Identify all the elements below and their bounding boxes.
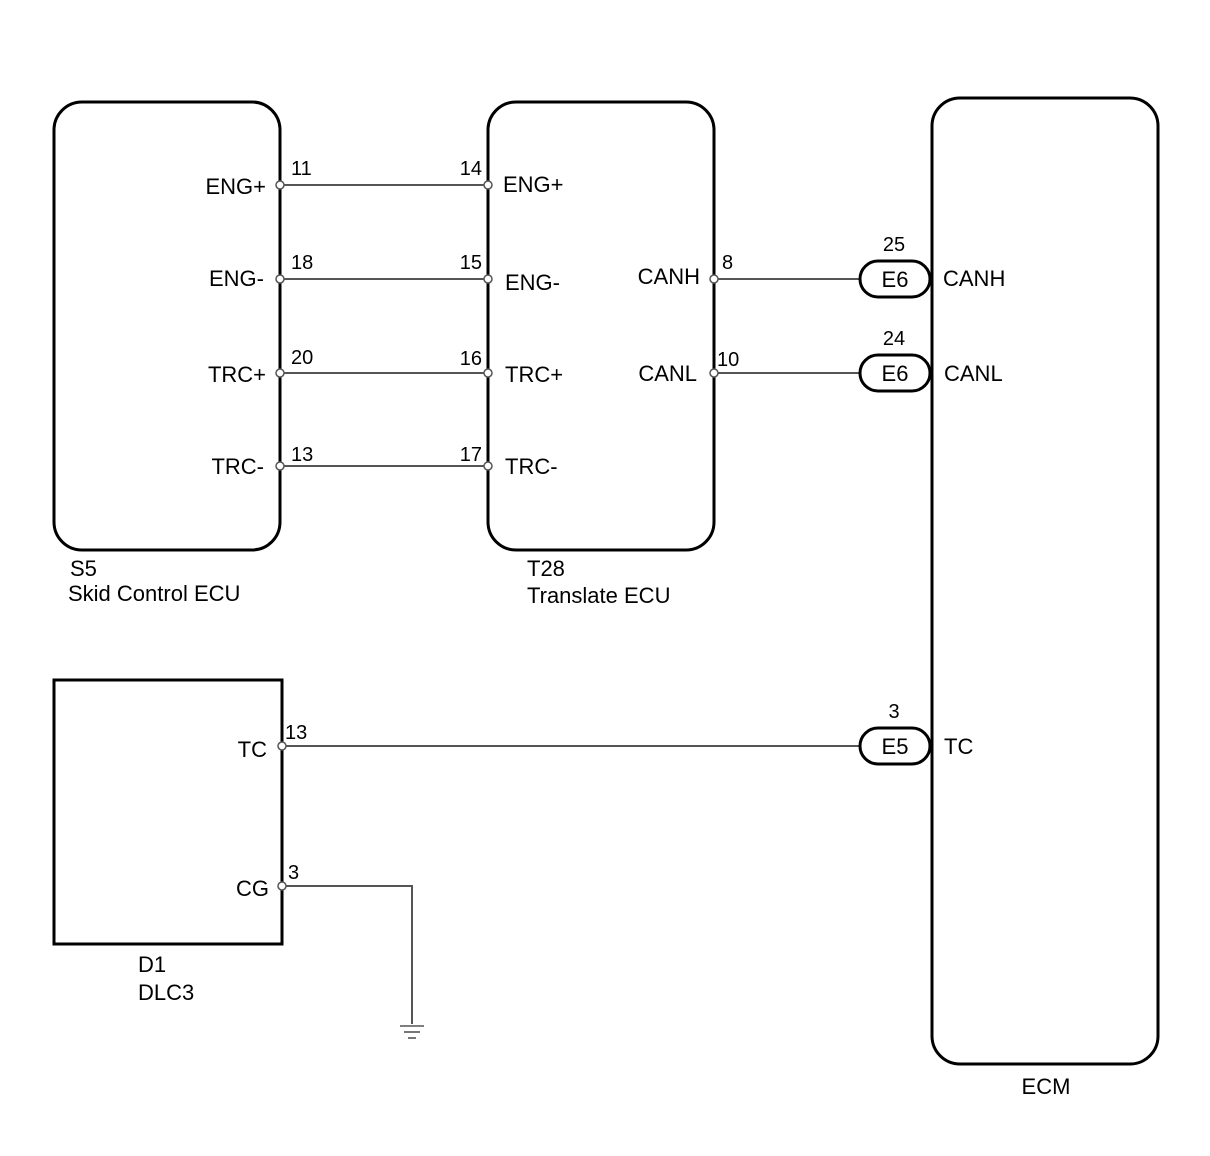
pin-label: CANL [638,361,697,386]
pin-number: 20 [291,347,313,369]
pin-number: 10 [717,349,739,371]
pin-number: 17 [460,444,482,466]
pin-number: 8 [722,252,733,274]
terminal-pin [277,741,287,751]
terminal-pin [483,180,493,190]
component-name: DLC3 [138,980,194,1005]
connector-e5-tc [858,726,932,766]
ground-icon [400,1025,424,1039]
component-code: S5 [70,556,97,581]
connector-id: E6 [882,267,909,292]
pin-number: 13 [291,444,313,466]
pin-number: 16 [460,348,482,370]
connector-pin-number: 3 [888,701,899,723]
connector-pin-number: 24 [883,328,905,350]
pin-number: 13 [285,722,307,744]
terminal-pin [277,881,287,891]
pin-label: TRC+ [505,362,563,387]
pin-label: TRC- [211,454,264,479]
skid-control-ecu-box [52,100,282,552]
pin-label: TRC+ [208,362,266,387]
pin-label: TC [944,734,973,759]
terminal-pin [275,180,285,190]
connector-e6-canl [858,353,932,393]
component-name: Skid Control ECU [68,581,240,606]
component-code: D1 [138,952,166,977]
terminal-pin [483,368,493,378]
pin-label: CANL [944,361,1003,386]
wire-cg-ground [282,885,413,1024]
pin-number: 15 [460,252,482,274]
connector-pin-number: 25 [883,234,905,256]
pin-number: 3 [288,862,299,884]
terminal-pin [275,461,285,471]
ecm-box [930,96,1160,1066]
connector-id: E5 [882,734,909,759]
pin-number: 18 [291,252,313,274]
translate-ecu-box [486,100,716,552]
terminal-pin [483,461,493,471]
pin-label: ENG- [505,270,560,295]
component-code: T28 [527,556,565,581]
pin-label: ENG+ [205,174,266,199]
terminal-pin [483,274,493,284]
component-name: Translate ECU [527,583,670,608]
pin-label: CANH [943,266,1005,291]
pin-label: TRC- [505,454,558,479]
pin-label: ENG+ [503,172,564,197]
pin-label: CANH [638,264,700,289]
pin-label: TC [238,737,267,762]
pin-number: 14 [460,158,482,180]
pin-label: CG [236,876,269,901]
component-name: ECM [1022,1074,1071,1099]
pin-label: ENG- [209,266,264,291]
terminal-pin [275,274,285,284]
terminal-pin [709,274,719,284]
terminal-pin [275,368,285,378]
terminal-pin [709,368,719,378]
connector-id: E6 [882,361,909,386]
dlc3-box [52,678,284,946]
connector-e6-canh [858,259,932,299]
pin-number: 11 [291,158,312,180]
